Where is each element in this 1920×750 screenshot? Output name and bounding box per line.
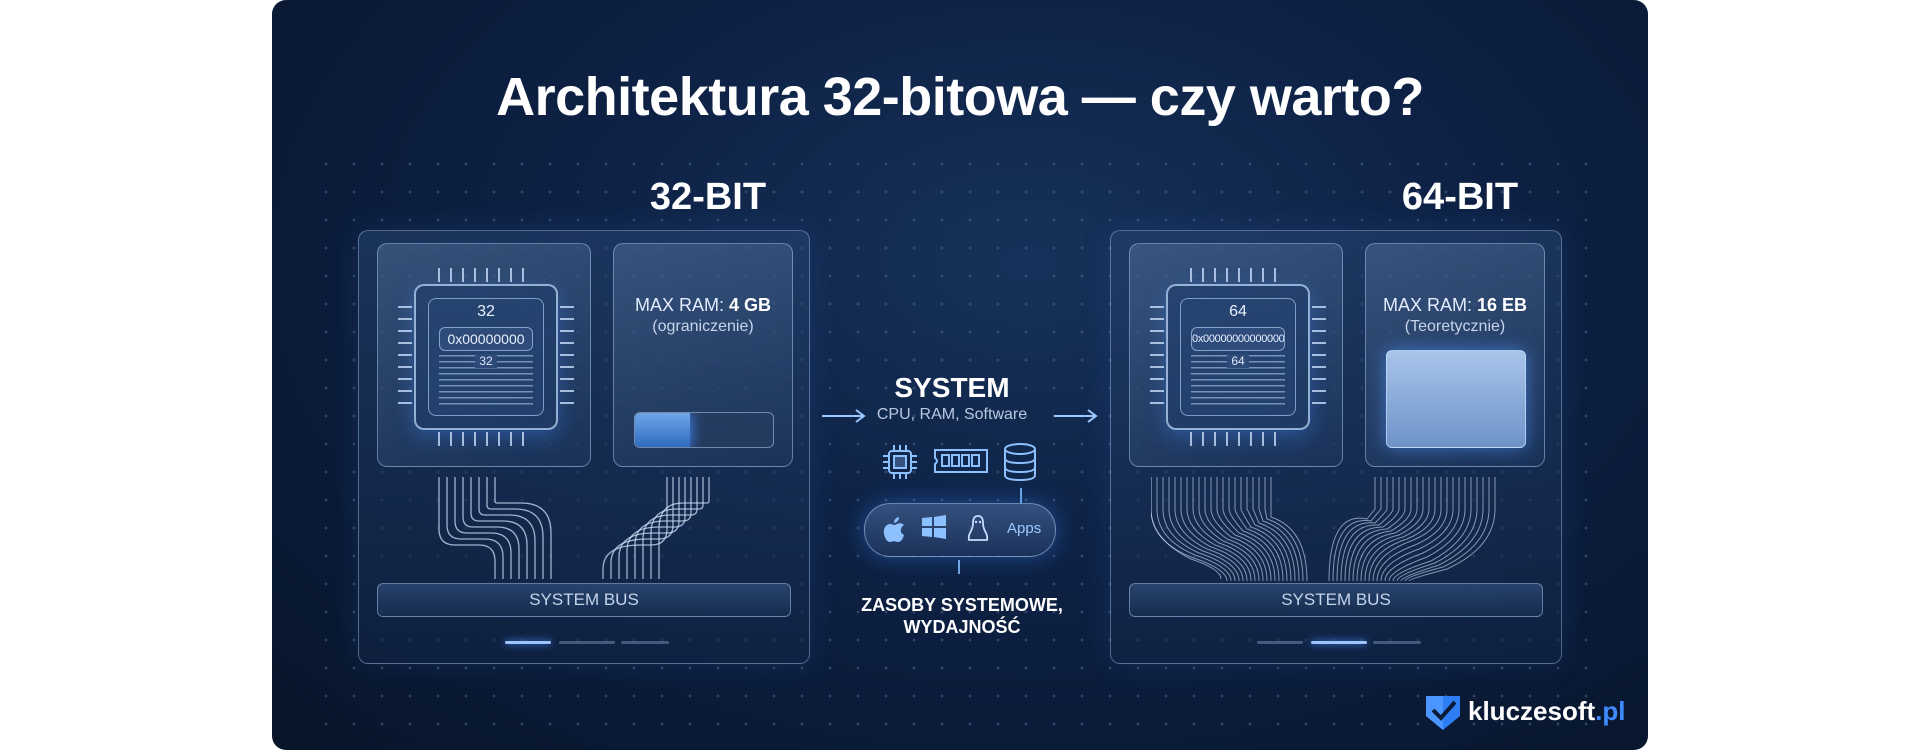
ram-note: (ograniczenie) — [652, 318, 754, 335]
brand-logo[interactable]: kluczesoft.pl — [1424, 692, 1626, 732]
connector-line — [1020, 488, 1022, 504]
data-lines-64 — [1151, 477, 1496, 582]
panel-32-bit: 32 0x00000000 32 MAX RAM: 4 GB (ogranicz… — [358, 230, 810, 664]
bit-number: 32 — [477, 303, 495, 320]
system-bus-64: SYSTEM BUS — [1129, 583, 1543, 617]
slide-indicator[interactable] — [621, 641, 669, 644]
brand-name: kluczesoft — [1468, 696, 1596, 726]
slide-indicator[interactable] — [1373, 641, 1421, 644]
apps-label: Apps — [1007, 520, 1042, 537]
heading-32-bit: 32-BIT — [649, 176, 767, 218]
ram-label: MAX RAM: — [1382, 295, 1477, 315]
slide-indicator-active[interactable] — [1311, 641, 1367, 644]
cpu-chip-64: 64 0x0000000000000000 64 — [1150, 268, 1326, 446]
chip-pins — [560, 306, 574, 408]
chip-pins — [1190, 432, 1286, 446]
chip-pins — [1312, 306, 1326, 408]
cpu-box-64: 64 0x0000000000000000 64 — [1129, 243, 1343, 467]
ram-value: 4 GB — [729, 295, 772, 315]
brand-tld: .pl — [1595, 696, 1626, 726]
shield-check-icon — [1426, 696, 1460, 730]
chip-pins — [438, 432, 534, 446]
system-bus-32: SYSTEM BUS — [377, 583, 791, 617]
ram-box-64: MAX RAM: 16 EB (Teoretycznie) — [1365, 243, 1545, 467]
data-lines-32 — [438, 477, 710, 579]
connector-line — [958, 560, 960, 574]
address-register: 0x0000000000000000 — [1191, 327, 1285, 351]
system-title: SYSTEM — [894, 372, 1010, 403]
bit-number: 64 — [1229, 303, 1247, 320]
ram-box-32: MAX RAM: 4 GB (ograniczenie) — [613, 243, 793, 467]
cpu-icon — [883, 445, 917, 479]
chip-pins — [438, 268, 534, 282]
address-register: 0x00000000 — [439, 327, 533, 351]
resources-line-2: WYDAJNOŚĆ — [903, 617, 1021, 637]
windows-icon — [922, 515, 946, 539]
bit-number-small: 32 — [475, 354, 497, 368]
arrow-right-icon — [1054, 409, 1098, 423]
panel-64-bit: 64 0x0000000000000000 64 MAX RAM: 16 EB … — [1110, 230, 1562, 664]
ram-label: MAX RAM: — [634, 295, 729, 315]
bit-number-small: 64 — [1227, 354, 1249, 368]
infographic-card: Architektura 32-bitowa — czy warto? 32-B… — [272, 0, 1648, 750]
slide-indicator-active[interactable] — [505, 641, 551, 644]
ram-module-icon — [934, 449, 988, 473]
os-platforms-pill: Apps — [864, 503, 1056, 557]
linux-icon — [967, 515, 989, 541]
database-icon — [1004, 443, 1036, 482]
ram-usage-bar — [634, 412, 774, 448]
chip-pins — [398, 306, 412, 408]
heading-64-bit: 64-BIT — [1401, 176, 1519, 218]
page-title: Architektura 32-bitowa — czy warto? — [496, 67, 1424, 127]
cpu-box-32: 32 0x00000000 32 — [377, 243, 591, 467]
cpu-chip-32: 32 0x00000000 32 — [398, 268, 574, 446]
ram-note: (Teoretycznie) — [1404, 318, 1506, 335]
arrow-right-icon — [822, 409, 866, 423]
slide-indicator[interactable] — [1257, 641, 1303, 644]
system-subtitle: CPU, RAM, Software — [876, 406, 1028, 423]
ram-value: 16 EB — [1476, 295, 1528, 315]
resources-line-1: ZASOBY SYSTEMOWE, — [861, 595, 1063, 615]
slide-indicator[interactable] — [559, 641, 615, 644]
apple-icon — [883, 517, 904, 542]
ram-usage-fill — [635, 413, 691, 447]
chip-pins — [1150, 306, 1164, 408]
chip-pins — [1190, 268, 1286, 282]
ram-capacity-block — [1386, 350, 1526, 448]
